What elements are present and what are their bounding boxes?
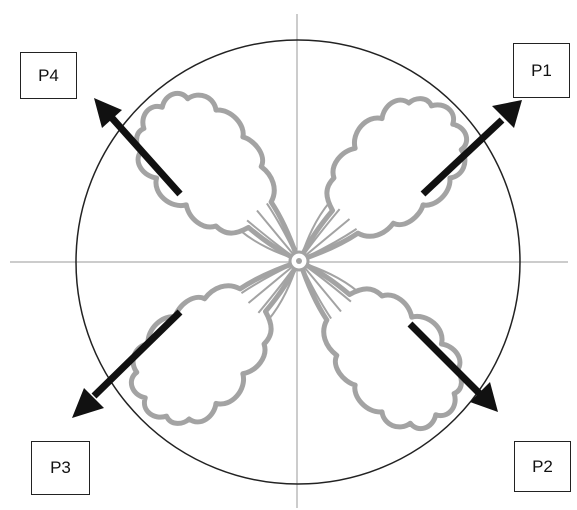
center-knot: [290, 252, 308, 270]
label-p1: P1: [513, 43, 570, 98]
label-p3: P3: [31, 441, 90, 495]
label-p4: P4: [20, 52, 77, 99]
label-p2: P2: [514, 441, 571, 492]
